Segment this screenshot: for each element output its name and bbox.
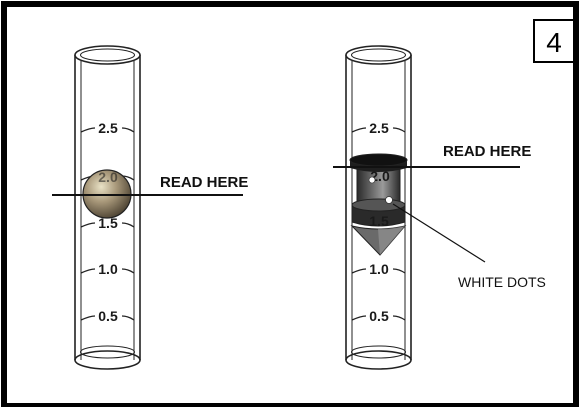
white-dots-leader [392,203,486,263]
white-dot [385,196,393,204]
right-tick-2.5: 2.5 [369,120,389,136]
spool-float: 2.0 1.5 [349,153,408,256]
right-tick-1.0: 1.0 [369,261,389,277]
left-tick-0.5: 0.5 [98,308,118,324]
right-read-here-label: READ HERE [443,143,531,160]
left-tick-1.0: 1.0 [98,261,118,277]
step-number-box: 4 [533,19,575,63]
right-tick-0.5: 0.5 [369,308,389,324]
left-flow-tube: 2.5 1.5 1.0 0.5 2.0 READ HERE [52,45,248,370]
left-tick-2.0: 2.0 [98,169,118,185]
left-tick-1.5: 1.5 [98,215,118,231]
white-dot [368,176,376,184]
left-read-here-label: READ HERE [160,174,248,191]
right-tick-1.5: 1.5 [369,213,389,229]
step-number: 4 [546,27,562,58]
right-flow-tube: 2.5 1.0 0.5 2.0 1.5 READ HERE WHITE [333,45,546,370]
white-dots-label: WHITE DOTS [458,274,546,290]
left-tick-2.5: 2.5 [98,120,118,136]
